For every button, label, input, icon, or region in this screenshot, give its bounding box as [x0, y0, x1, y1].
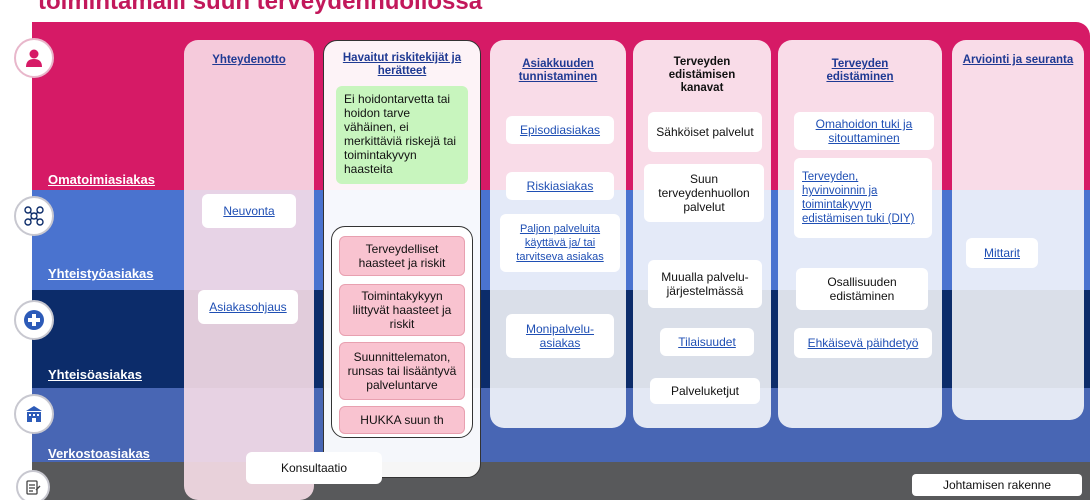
channel-sahkoiset: Sähköiset palvelut	[648, 112, 762, 152]
segment-label-yhteisoasiakas: Yhteisöasiakas	[48, 367, 142, 382]
monipalveluasiakas-link[interactable]: Monipalvelu- asiakas	[506, 314, 614, 358]
column-header-kanavat: Terveyden edistämisen kanavat	[668, 56, 736, 94]
neuvonta-link[interactable]: Neuvonta	[202, 194, 296, 228]
channel-palveluketjut: Palveluketjut	[650, 378, 760, 404]
column-header-tunnistaminen[interactable]: Asiakkuuden tunnistaminen	[518, 58, 598, 83]
column-header-arviointi[interactable]: Arviointi ja seuranta	[962, 54, 1074, 66]
column-arviointi	[952, 40, 1084, 420]
page-title: toimintamalli suun terveydenhuollossa	[38, 0, 483, 15]
column-kanavat	[633, 40, 771, 428]
tilaisuudet-link[interactable]: Tilaisuudet	[660, 328, 754, 356]
paljon-palveluita-link[interactable]: Paljon palveluita käyttävä ja/ tai tarvi…	[500, 214, 620, 272]
risk-item-toimintakyky: Toimintakykyyn liittyvät haasteet ja ris…	[339, 284, 465, 336]
clipboard-icon	[16, 470, 50, 500]
building-icon	[14, 394, 54, 434]
asiakasohjaus-link[interactable]: Asiakasohjaus	[198, 290, 298, 324]
episodiasiakas-link[interactable]: Episodiasiakas	[506, 116, 614, 144]
risk-green-box: Ei hoidontarvetta tai hoidon tarve vähäi…	[336, 86, 468, 184]
segment-label-yhteistyoasiakas: Yhteistyöasiakas	[48, 266, 154, 281]
mittarit-link[interactable]: Mittarit	[966, 238, 1038, 268]
osallisuuden-edistaminen: Osallisuuden edistäminen	[796, 268, 928, 310]
omahoidon-tuki-link[interactable]: Omahoidon tuki ja sitouttaminen	[794, 112, 934, 150]
johtamisen-rakenne-box: Johtamisen rakenne	[912, 474, 1082, 496]
column-header-edistaminen[interactable]: Terveyden edistäminen	[826, 58, 894, 83]
risk-item-terveydelliset: Terveydelliset haasteet ja riskit	[339, 236, 465, 276]
channel-suun-th: Suun terveydenhuollon palvelut	[644, 164, 764, 222]
column-header-riskitekijat[interactable]: Havaitut riskitekijät ja herätteet	[342, 52, 462, 77]
segment-label-verkostoasiakas: Verkostoasiakas	[48, 446, 150, 461]
channel-muualla: Muualla palvelu- järjestelmässä	[648, 260, 762, 308]
konsultaatio-box: Konsultaatio	[246, 452, 382, 484]
risk-item-palveluntarve: Suunnittelematon, runsas tai lisääntyvä …	[339, 342, 465, 400]
network-icon	[14, 196, 54, 236]
risk-item-hukka: HUKKA suun th	[339, 406, 465, 434]
health-cross-icon	[14, 300, 54, 340]
segment-label-omatoimiasiakas: Omatoimiasiakas	[48, 172, 155, 187]
person-icon	[14, 38, 54, 78]
riskiasiakas-link[interactable]: Riskiasiakas	[506, 172, 614, 200]
ehkaiseva-paihdetyo-link[interactable]: Ehkäisevä päihdetyö	[794, 328, 932, 358]
terveyden-hyvinvoinnin-link[interactable]: Terveyden, hyvinvoinnin ja toimintakyvyn…	[794, 158, 932, 238]
column-yhteydenotto	[184, 40, 314, 500]
band-footer	[0, 462, 1090, 500]
column-header-yhteydenotto[interactable]: Yhteydenotto	[212, 54, 286, 66]
